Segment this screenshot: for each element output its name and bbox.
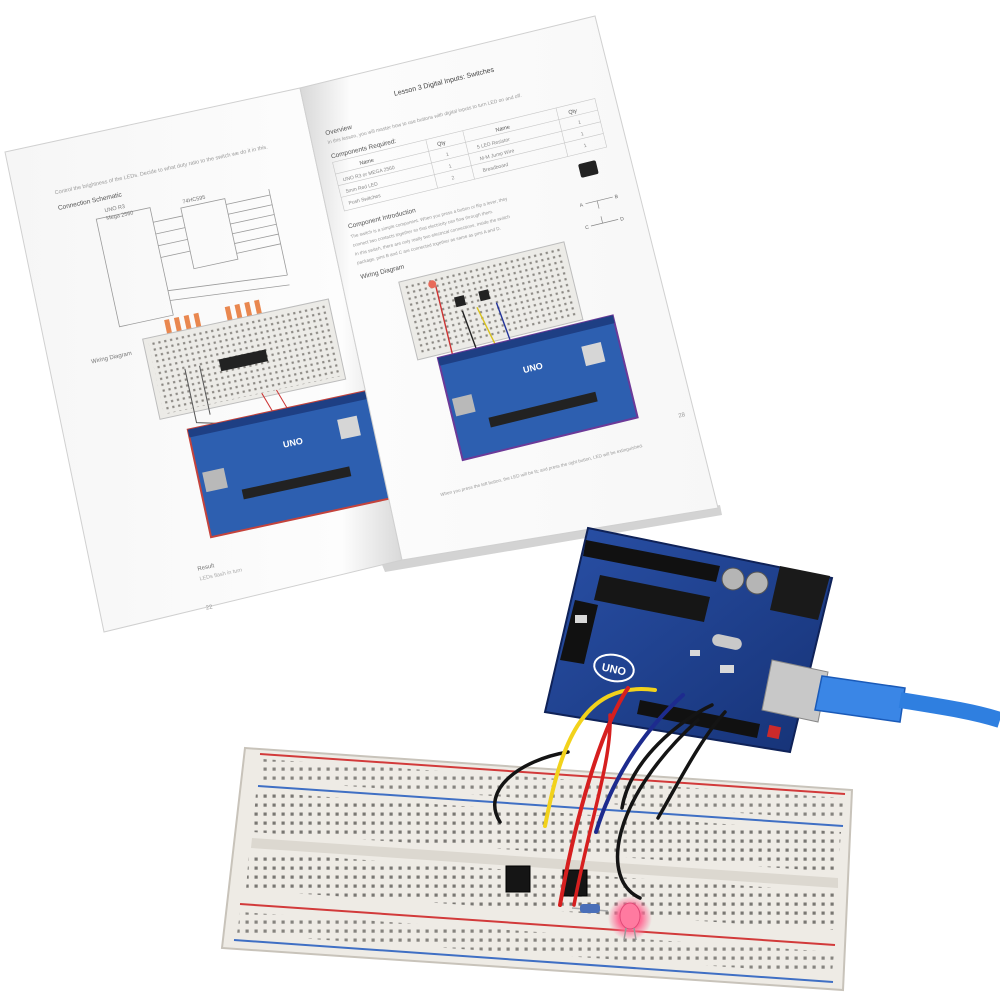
right-mini-uno-label: UNO: [522, 361, 544, 375]
bottom-rail-red-line: [239, 903, 836, 946]
schematic-label-uno: UNO R3: [104, 204, 126, 214]
left-page-number: 22: [205, 604, 213, 611]
table-cell: 1: [445, 152, 449, 159]
table-cell: 1: [578, 119, 582, 126]
connection-schematic: [95, 189, 290, 328]
push-button-left[interactable]: [505, 865, 531, 893]
wire-red-2: [572, 713, 612, 907]
capacitor: [745, 571, 769, 595]
bottom-rail-blue-line: [233, 939, 834, 983]
wire-black-1: [493, 750, 570, 824]
dc-power-jack: [770, 566, 830, 620]
table-header-name-1: Name: [359, 158, 375, 167]
usb-port: [761, 659, 829, 723]
table-cell: 1: [583, 143, 587, 150]
resistor-row: [164, 299, 262, 334]
push-switch-image: [578, 160, 599, 178]
right-page-number: 28: [678, 412, 687, 420]
wire-black-3: [615, 718, 700, 900]
center-channel: [251, 838, 838, 888]
table-header-qty-1: Qty: [437, 140, 447, 148]
table-cell: 1: [580, 131, 584, 138]
resistor: [571, 904, 609, 913]
wire-red-1: [558, 686, 630, 907]
pin-label-a: A: [579, 202, 584, 209]
schematic-label-mega: Mega 2560: [106, 210, 134, 222]
table-header-qty-2: Qty: [568, 108, 578, 116]
left-page: Control the brightness of the LEDs. Deci…: [4, 87, 403, 633]
pin-label-b: B: [614, 194, 619, 201]
right-page: Lesson 3 Digital Inputs: Switches Overvi…: [299, 15, 719, 561]
jumper-wires: [493, 686, 727, 907]
top-rail-red-line: [259, 753, 846, 795]
uno-logo: [593, 653, 635, 683]
digital-header: [583, 540, 720, 582]
book: Control the brightness of the LEDs. Deci…: [4, 15, 722, 633]
microcontroller-chip: [594, 575, 710, 622]
arduino-uno-board: UNO: [543, 526, 834, 754]
pin-label-d: D: [620, 216, 625, 223]
uno-logo-text: UNO: [601, 662, 628, 679]
power-header: [560, 600, 598, 664]
switch-diagram: [585, 196, 619, 227]
shift-register-chip: [218, 349, 269, 372]
breadboard: [220, 746, 854, 992]
capacitor: [721, 567, 745, 591]
left-mini-uno-label: UNO: [282, 436, 304, 450]
table-header-name-2: Name: [495, 124, 511, 133]
schematic-chip-label: 74HC595: [182, 195, 206, 206]
red-led: [608, 896, 652, 941]
left-page-result-heading: Result: [197, 563, 215, 573]
table-cell: 1: [448, 163, 452, 170]
wire-blue: [594, 693, 685, 834]
crystal: [712, 634, 742, 650]
reset-button: [766, 724, 782, 740]
wire-black-2: [620, 703, 714, 810]
wire-yellow: [543, 687, 657, 828]
wire-black-4: [656, 710, 727, 820]
pin-label-c: C: [585, 225, 590, 232]
usb-cable: [814, 675, 1000, 728]
table-cell: 2: [451, 175, 455, 182]
